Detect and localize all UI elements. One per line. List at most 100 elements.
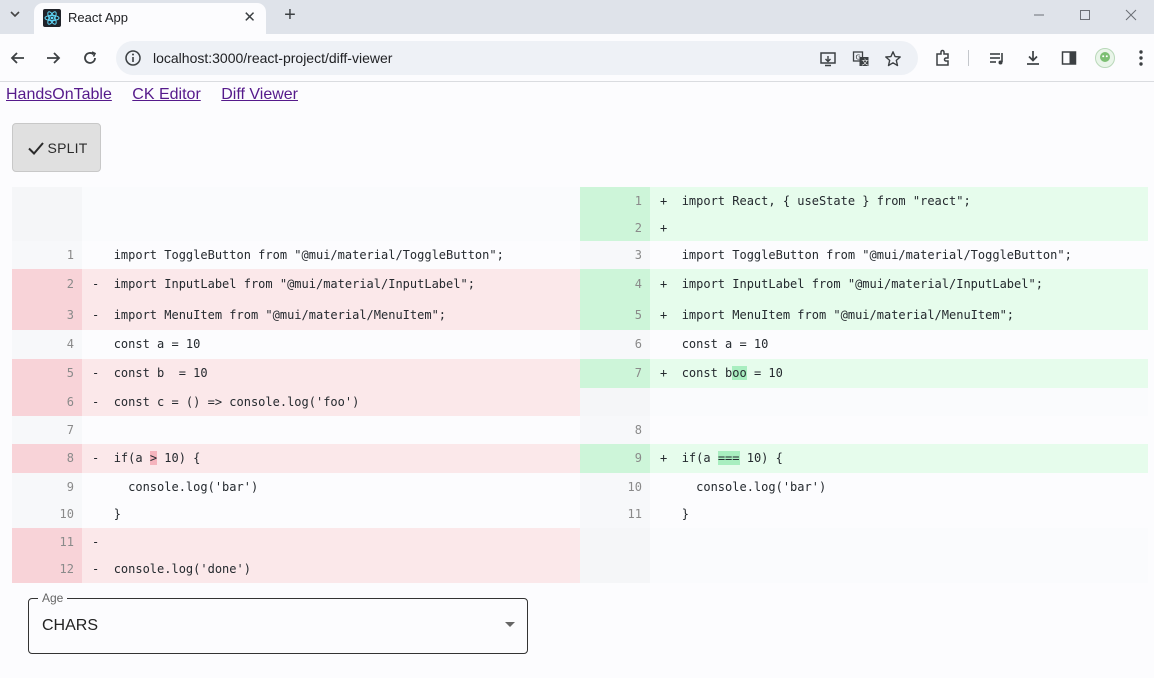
reload-icon[interactable] — [78, 46, 102, 70]
more-icon[interactable] — [1130, 47, 1152, 69]
line-number-gutter — [12, 359, 82, 388]
diff-pane-new: 1+ import React, { useState } from "reac… — [580, 187, 1148, 583]
code-text: const a = 10 — [681, 337, 769, 351]
media-icon[interactable] — [986, 47, 1008, 69]
diff-marker — [92, 221, 114, 235]
extensions-icon[interactable] — [932, 47, 954, 69]
line-number-gutter — [580, 416, 650, 444]
code-line: const a = 10 — [82, 330, 580, 359]
age-select-value: CHARS — [42, 617, 99, 634]
tab-title: React App — [68, 10, 128, 25]
close-window-icon[interactable] — [1108, 0, 1154, 30]
forward-icon[interactable] — [41, 46, 65, 70]
diff-marker — [92, 337, 114, 351]
close-icon[interactable]: ✕ — [243, 9, 256, 26]
link-handsontable[interactable]: HandsOnTable — [6, 86, 112, 103]
diff-marker — [92, 194, 114, 208]
line-number[interactable]: 9 — [634, 451, 642, 465]
diff-marker — [92, 248, 114, 262]
code-line — [650, 416, 1148, 444]
diff-marker — [92, 423, 114, 437]
download-icon[interactable] — [1022, 47, 1044, 69]
line-number[interactable]: 11 — [627, 507, 642, 521]
star-icon[interactable] — [883, 49, 903, 69]
diff-marker: - — [92, 535, 114, 549]
line-number[interactable]: 12 — [59, 562, 74, 576]
info-icon[interactable] — [124, 49, 142, 67]
install-app-icon[interactable] — [818, 49, 838, 69]
minimize-icon[interactable] — [1016, 0, 1062, 30]
line-number-gutter — [580, 556, 650, 583]
line-number[interactable]: 8 — [66, 451, 74, 465]
diff-row: 10 } — [12, 501, 580, 528]
url-text[interactable]: localhost:3000/react-project/diff-viewer — [153, 50, 393, 66]
line-number-gutter — [12, 388, 82, 416]
address-bar[interactable]: localhost:3000/react-project/diff-viewer… — [116, 41, 918, 75]
code-line: + import InputLabel from "@mui/material/… — [650, 269, 1148, 300]
line-number[interactable]: 10 — [627, 480, 642, 494]
line-number[interactable]: 9 — [66, 480, 74, 494]
line-number[interactable]: 7 — [66, 423, 74, 437]
line-number[interactable]: 4 — [66, 337, 74, 351]
line-number[interactable]: 4 — [634, 277, 642, 291]
diff-marker — [660, 507, 682, 521]
plus-icon[interactable]: + — [284, 4, 296, 26]
side-panel-icon[interactable] — [1058, 47, 1080, 69]
line-number[interactable]: 1 — [634, 194, 642, 208]
link-diff-viewer[interactable]: Diff Viewer — [221, 86, 298, 103]
code-text: import React, { useState } from "react"; — [681, 194, 971, 208]
word-diff-highlight: > — [149, 451, 158, 465]
line-number-gutter — [12, 216, 82, 241]
code-line: - const c = () => console.log('foo') — [82, 388, 580, 416]
line-number[interactable]: 5 — [66, 366, 74, 380]
code-text: const c = () => console.log('foo') — [113, 395, 360, 409]
code-line: + if(a === 10) { — [650, 444, 1148, 473]
code-text: import InputLabel from "@mui/material/In… — [681, 277, 1043, 291]
line-number-gutter — [580, 444, 650, 473]
diff-row: 9 console.log('bar') — [12, 473, 580, 501]
code-line: - import InputLabel from "@mui/material/… — [82, 269, 580, 300]
maximize-icon[interactable] — [1062, 0, 1108, 30]
code-text: if(a — [681, 451, 718, 465]
line-number[interactable]: 3 — [634, 248, 642, 262]
code-line: - const b = 10 — [82, 359, 580, 388]
line-number-gutter — [12, 444, 82, 473]
diff-row — [580, 388, 1148, 416]
line-number[interactable]: 2 — [66, 277, 74, 291]
profile-avatar[interactable] — [1094, 47, 1116, 69]
code-line: } — [82, 501, 580, 528]
diff-marker: - — [92, 451, 114, 465]
line-number[interactable]: 10 — [59, 507, 74, 521]
back-icon[interactable] — [6, 46, 30, 70]
link-ck-editor[interactable]: CK Editor — [132, 86, 201, 103]
split-toggle-button[interactable]: SPLIT — [12, 123, 101, 172]
line-number[interactable]: 3 — [66, 308, 74, 322]
line-number[interactable]: 6 — [634, 337, 642, 351]
diff-marker — [660, 535, 682, 549]
line-number-gutter — [580, 269, 650, 300]
code-text: 10) { — [157, 451, 201, 465]
diff-row: 12- console.log('done') — [12, 556, 580, 583]
age-select[interactable]: Age CHARS — [28, 591, 528, 654]
code-text: } — [681, 507, 689, 521]
code-line — [650, 556, 1148, 583]
browser-tab-active[interactable]: React App ✕ — [34, 3, 266, 34]
code-line — [650, 388, 1148, 416]
line-number[interactable]: 5 — [634, 308, 642, 322]
line-number[interactable]: 8 — [634, 423, 642, 437]
svg-text:G: G — [856, 54, 861, 62]
line-number-gutter — [12, 416, 82, 444]
code-line — [82, 416, 580, 444]
line-number-gutter — [580, 300, 650, 330]
line-number[interactable]: 6 — [66, 395, 74, 409]
diff-row: 2 - import InputLabel from "@mui/material… — [12, 269, 580, 300]
line-number-gutter — [580, 216, 650, 241]
line-number[interactable]: 7 — [634, 366, 642, 380]
line-number[interactable]: 11 — [59, 535, 74, 549]
code-text: console.log('done') — [113, 562, 251, 576]
line-number[interactable]: 2 — [634, 221, 642, 235]
tab-search-icon[interactable] — [2, 4, 28, 28]
line-number[interactable]: 1 — [66, 248, 74, 262]
code-text: import MenuItem from "@mui/material/Menu… — [681, 308, 1015, 322]
